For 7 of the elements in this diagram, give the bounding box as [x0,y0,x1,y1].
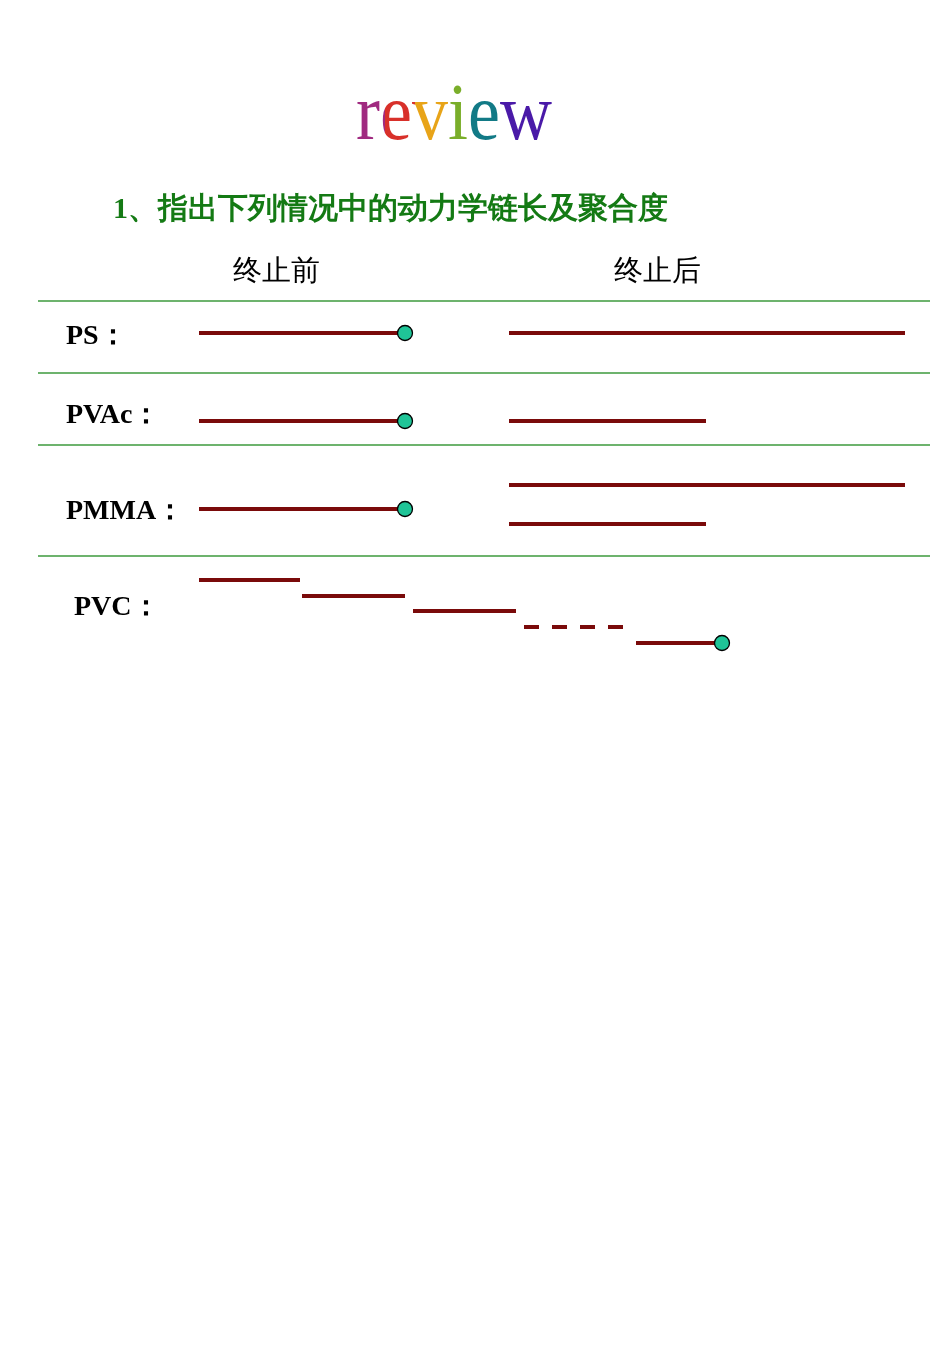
row-label: PMMA： [66,496,185,524]
row-label: PVAc： [66,400,161,428]
column-header: 终止后 [614,256,701,285]
row-label: PVC： [74,592,160,620]
question-heading: 1、指出下列情况中的动力学链长及聚合度 [113,193,668,223]
column-header: 终止前 [233,256,320,285]
row-label: PS： [66,321,127,349]
